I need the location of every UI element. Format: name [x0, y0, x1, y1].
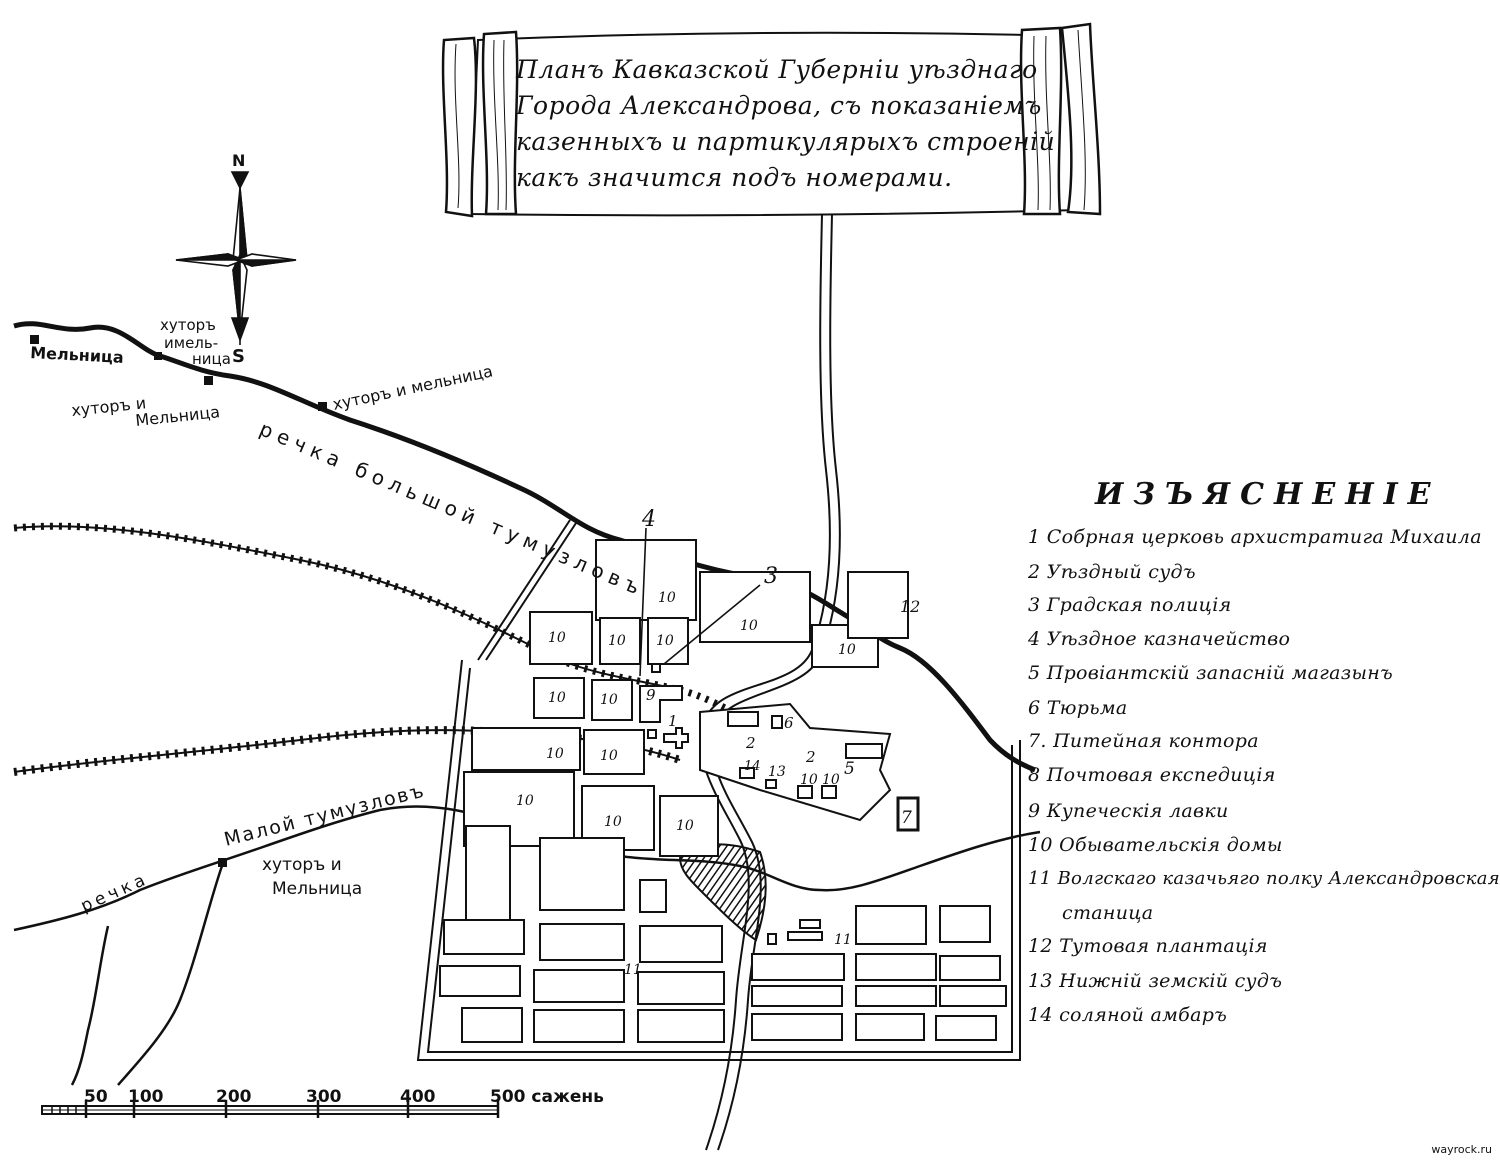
legend-item: 11 Волгскаго казачьяго полку Александров… — [1028, 868, 1500, 889]
legend-item: 3 Градская полицiя — [1028, 594, 1232, 616]
farm-mill-1-label-2: имель- — [164, 334, 218, 352]
block-10-label: 10 — [546, 746, 564, 762]
num-1: 1 — [668, 712, 678, 730]
legend-item: 14 соляной амбаръ — [1028, 1004, 1228, 1026]
block-10-label: 10 — [608, 633, 626, 649]
map-title-line: какъ значится подъ номерами. — [516, 163, 953, 192]
river-small-label: Малой тумузловъ — [222, 780, 428, 851]
farm-mill-4-label: хуторъ и — [262, 855, 342, 875]
farm-mill-4-label-2: Мельница — [272, 879, 362, 899]
legend-item: 4 Уѣздное казначейство — [1028, 628, 1291, 650]
scale-labels: 50 100 200 300 400 500 сажень — [84, 1087, 604, 1107]
block-10-label: 10 — [800, 772, 818, 788]
legend-item: 9 Купеческiя лавки — [1028, 800, 1229, 822]
scale-tick-50: 50 — [84, 1087, 108, 1107]
num-7: 7 — [901, 808, 912, 828]
compass-south-label: S — [232, 346, 245, 367]
num-10: 10 — [658, 590, 676, 606]
num-3: 3 — [764, 564, 778, 589]
mill-label: Мельница — [30, 343, 124, 367]
block-10-label: 10 — [600, 692, 618, 708]
legend-item: 1 Собрная церковь архистратига Михаила — [1028, 526, 1482, 548]
scale-bar — [41, 1100, 500, 1118]
legend-title: ИЗЪЯСНЕНIЕ — [1095, 477, 1441, 512]
ridge-lower — [13, 726, 682, 776]
num-11b: 11 — [624, 962, 642, 978]
num-6: 6 — [784, 714, 794, 732]
block-number-labels: 10 10 10 10 10 10 10 10 10 10 10 10 10 1… — [516, 618, 856, 834]
river-small-tumuzlov — [13, 805, 1041, 1086]
scale-tick-300: 300 — [306, 1087, 342, 1107]
scale-tick-500: 500 сажень — [490, 1087, 604, 1107]
legend-item: 13 Нижнiй земскiй судъ — [1028, 970, 1283, 992]
farm-mill-1-label-3: ница — [192, 350, 231, 368]
block-10-label: 10 — [548, 630, 566, 646]
compass-north-label: N — [232, 151, 245, 170]
ravine-woods — [678, 843, 767, 942]
legend-item: 5 Провiантскiй запаснiй магазынъ — [1028, 662, 1394, 684]
legend-item: 8 Почтовая експедицiя — [1028, 764, 1276, 786]
num-2a: 2 — [745, 734, 756, 752]
scale-tick-100: 100 — [128, 1087, 164, 1107]
map-title-line: Города Александрова, съ показанiемъ — [516, 91, 1042, 120]
river-small-label-2: речка — [78, 869, 152, 917]
scale-tick-200: 200 — [216, 1087, 252, 1107]
legend-item-continuation: станица — [1062, 902, 1154, 924]
church-icon — [663, 727, 689, 749]
title-scroll — [441, 22, 1102, 218]
scale-tick-400: 400 — [400, 1087, 436, 1107]
legend-item: 6 Тюрьма — [1028, 697, 1128, 719]
block-10-label: 10 — [604, 814, 622, 830]
num-4: 4 — [641, 507, 656, 532]
map-title-line: Планъ Кавказской Губернiи уѣзднаго — [516, 55, 1038, 84]
river-big-label: речка большой тумузловъ — [256, 417, 649, 602]
num-9: 9 — [646, 686, 656, 704]
building-numbers: 4 3 12 9 1 6 2 2 5 14 13 7 10 11 11 — [624, 507, 920, 978]
town-boundary — [416, 659, 1021, 1061]
farm-markers — [30, 335, 327, 867]
block-10-label: 10 — [838, 642, 856, 658]
legend-item: 12 Тутовая плантацiя — [1028, 935, 1268, 957]
num-14: 14 — [744, 759, 761, 774]
block-10-label: 10 — [740, 618, 758, 634]
map-title: Планъ Кавказской Губернiи уѣзднаго Город… — [516, 52, 1056, 196]
pointer-lines — [639, 527, 761, 677]
num-2b: 2 — [805, 748, 816, 766]
num-11a: 11 — [834, 932, 852, 948]
num-12: 12 — [900, 597, 920, 616]
num-5: 5 — [844, 759, 855, 779]
compass-icon — [175, 171, 297, 345]
town-blocks — [439, 539, 1007, 1043]
block-10-label: 10 — [656, 633, 674, 649]
legend-item: 2 Уѣздный судъ — [1028, 561, 1196, 583]
block-10-label: 10 — [516, 793, 534, 809]
block-10-label: 10 — [600, 748, 618, 764]
num-13: 13 — [768, 764, 786, 780]
map-title-line: казенныхъ и партикулярыхъ строенiй — [516, 127, 1056, 156]
block-10-label: 10 — [548, 690, 566, 706]
block-10-label: 10 — [676, 818, 694, 834]
farm-mill-1-label: хуторъ — [160, 316, 216, 334]
watermark: wayrock.ru — [1431, 1143, 1492, 1156]
legend-item: 7. Питейная контора — [1028, 730, 1259, 752]
farm-mill-3-label: хуторъ и мельница — [331, 361, 495, 414]
block-10-label: 10 — [822, 772, 840, 788]
farm-mill-2-label-2: Мельница — [134, 402, 220, 430]
legend-item: 10 Обывательскiя домы — [1028, 834, 1283, 856]
